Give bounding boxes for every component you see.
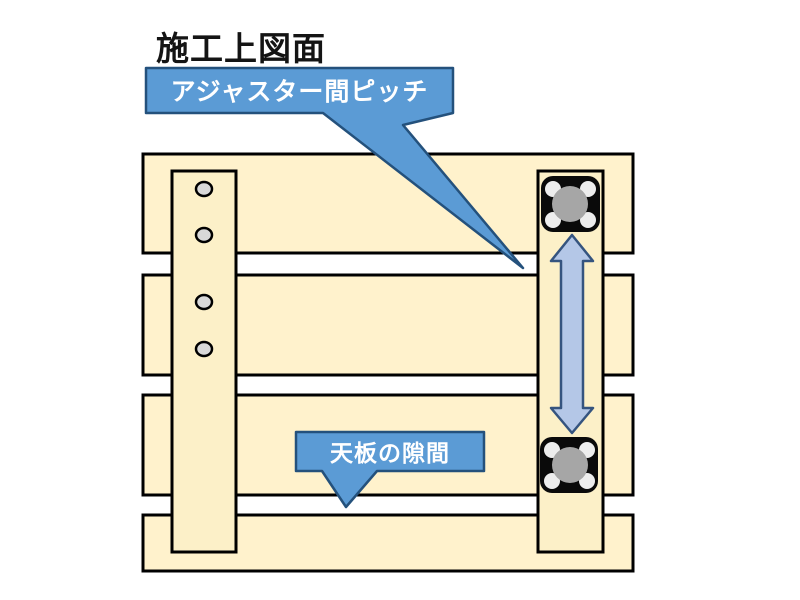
post-hole-4 (194, 340, 214, 358)
pitch-double-arrow-icon (549, 233, 595, 435)
adjuster-bolt-icon (552, 186, 588, 222)
adjuster-plate-bottom-icon (540, 437, 598, 493)
callout-adjuster-pitch-shape (144, 66, 525, 270)
adjuster-plate-top-icon (541, 176, 600, 232)
post-hole-1 (194, 180, 214, 198)
callout-adjuster-pitch-label: アジャスター間ピッチ (170, 77, 429, 106)
plate-screw-icon (580, 212, 596, 228)
page-title: 施工上図面 (156, 30, 326, 67)
callout-top-board-gap-shape (294, 430, 486, 509)
adjuster-bolt-icon (552, 447, 588, 483)
plate-screw-icon (544, 473, 560, 489)
post-left (170, 169, 238, 554)
callout-top-board-gap-label: 天板の隙間 (330, 439, 450, 466)
post-hole-2 (194, 226, 214, 244)
post-hole-3 (194, 293, 214, 311)
